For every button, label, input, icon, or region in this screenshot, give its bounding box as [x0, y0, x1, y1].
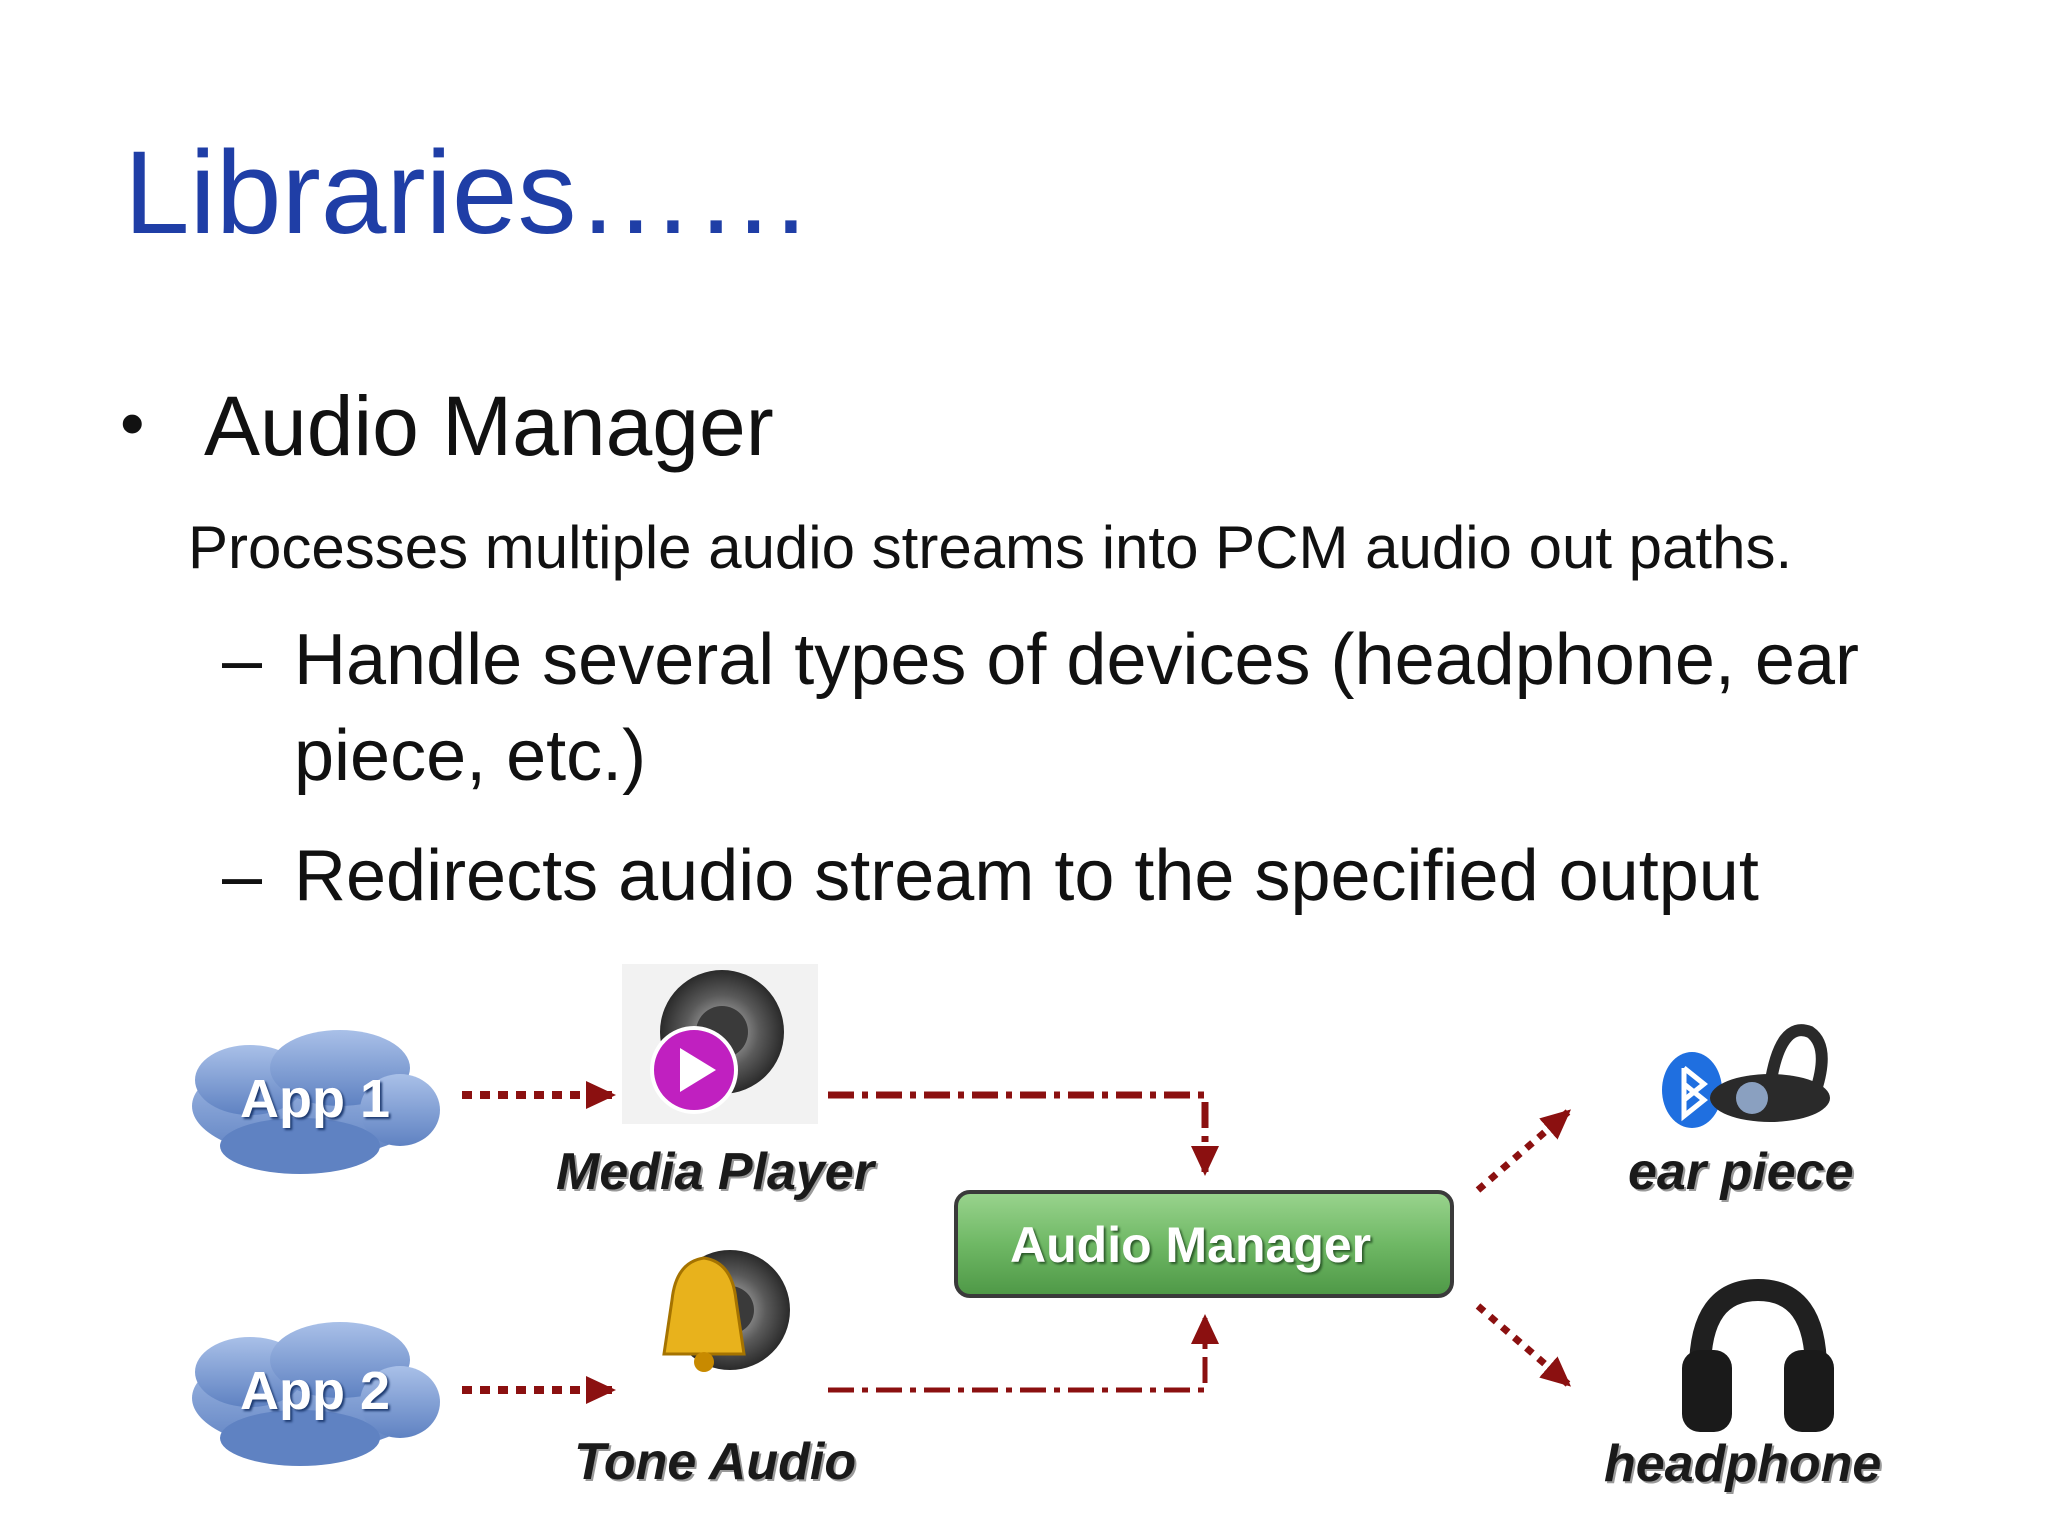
audio-manager-box — [954, 1190, 1454, 1298]
tone-audio-label: Tone Audio — [574, 1433, 857, 1491]
arrow-audio-manager-to-headphone — [1475, 1303, 1572, 1387]
app1-label: App 1 — [240, 1069, 391, 1129]
description-text: Processes multiple audio streams into PC… — [188, 514, 1793, 581]
app2-cloud-icon — [192, 1322, 440, 1466]
audio-manager-diagram: App 1 App 2 Media Player Tone Audio Audi… — [0, 950, 2048, 1536]
ear-piece-label: ear piece — [1628, 1143, 1854, 1201]
sub-item-devices: –Handle several types of devices (headph… — [222, 612, 2048, 804]
arrow-audio-manager-to-ear-piece — [1475, 1109, 1572, 1193]
sub-item-redirect: –Redirects audio stream to the specified… — [222, 828, 2048, 924]
tone-audio-icon — [662, 1250, 790, 1372]
bullet-text: Audio Manager — [204, 379, 774, 473]
arrow-tone-audio-to-audio-manager — [828, 1314, 1219, 1393]
sub-item-text: Redirects audio stream to the specified … — [294, 836, 1759, 916]
headphone-label: headphone — [1604, 1435, 1882, 1493]
bullet-marker: • — [120, 384, 145, 462]
headphone-icon — [1682, 1278, 1834, 1432]
ear-piece-icon — [1662, 1024, 1830, 1128]
bullet-audio-manager: •Audio Manager — [120, 384, 774, 468]
diagram-graphics — [192, 964, 1834, 1466]
app1-cloud-icon — [192, 1030, 440, 1174]
app2-label: App 2 — [240, 1361, 391, 1421]
sub-item-text: Handle several types of devices (headpho… — [294, 620, 1859, 796]
media-player-label: Media Player — [556, 1143, 874, 1201]
media-player-icon — [622, 964, 818, 1124]
audio-manager-label: Audio Manager — [1010, 1217, 1372, 1273]
dash-marker: – — [222, 620, 263, 700]
slide-title: Libraries…… — [124, 127, 813, 259]
dash-marker: – — [222, 836, 263, 916]
arrow-media-player-to-audio-manager — [828, 1091, 1219, 1176]
